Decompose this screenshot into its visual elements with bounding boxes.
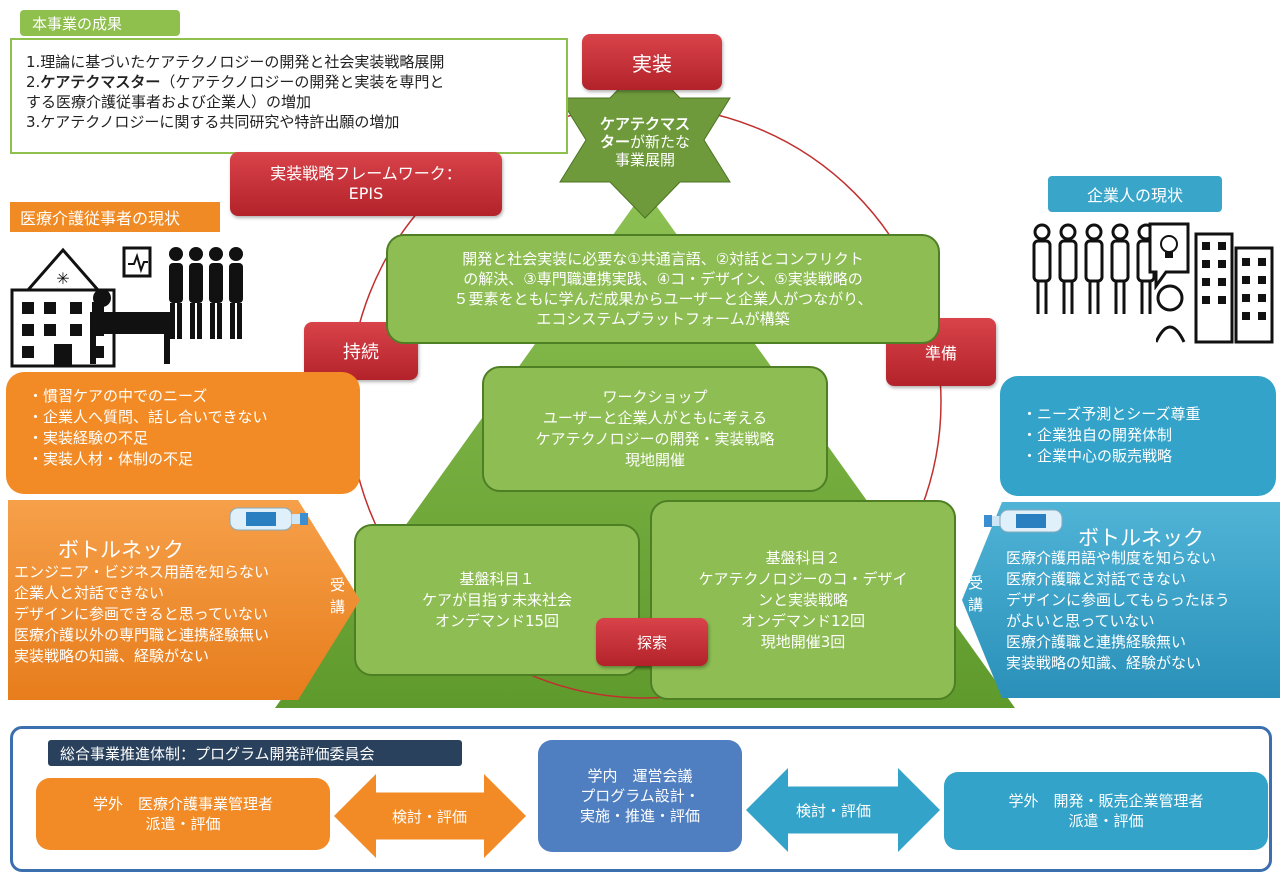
enterprise-status-box: ・ニーズ予測とシーズ尊重 ・企業独自の開発体制 ・企業中心の販売戦略: [1000, 376, 1276, 496]
medical-bottleneck-item: エンジニア・ビジネス用語を知らない: [14, 563, 270, 581]
enterprise-bottleneck-item: 実装戦略の知識、経験がない: [1006, 654, 1202, 672]
course1-line: ケアが目指す未来社会: [421, 590, 572, 609]
course2-line: ンと実装戦略: [757, 590, 848, 609]
internal-line2: プログラム設計・: [580, 787, 700, 805]
review-arrow-left-label: 検討・評価: [392, 808, 468, 826]
enterprise-bottleneck-title: ボトルネック: [1078, 526, 1204, 550]
medical-status-box: ・慣習ケアの中でのニーズ ・企業人へ質問、話し合いできない ・実装経験の不足 ・…: [6, 372, 360, 494]
medical-bottleneck-item: デザインに参画できると思っていない: [14, 605, 268, 623]
internal-line1: 学内 運営会議: [587, 767, 693, 785]
external-medical-line1: 学外 医療介護事業管理者: [92, 795, 273, 813]
star-line3: 事業展開: [614, 151, 675, 169]
business-people-icon: [1032, 223, 1156, 314]
enterprise-status-tag: 企業人の現状: [1048, 176, 1222, 212]
external-medical-box: 学外 医療介護事業管理者 派遣・評価: [36, 778, 330, 850]
bottle-icon-right: [984, 509, 1063, 533]
staff-group-icon: [169, 247, 243, 339]
medical-status-item: ・実装経験の不足: [28, 429, 149, 447]
pyramid-top-line: ５要素をともに学んだ成果からユーザーと企業人がつながり、: [453, 290, 873, 308]
external-enterprise-line1: 学外 開発・販売企業管理者: [1008, 792, 1204, 810]
medical-bottleneck-item: 医療介護以外の専門職と連携経験無い: [14, 626, 270, 644]
stage-implementation: 実装: [582, 34, 722, 90]
course2-line: 基盤科目２: [765, 548, 841, 567]
course1-line: 基盤科目１: [459, 569, 535, 588]
medical-bottleneck-arrow: [8, 500, 360, 700]
star-line2-bold: ター: [599, 133, 630, 151]
svg-text:✳: ✳: [56, 269, 69, 288]
foundation-course-2-box: 基盤科目２ ケアテクノロジーのコ・デザイ ンと実装戦略 オンデマンド12回 現地…: [650, 500, 956, 700]
enterprise-bottleneck-items: 医療介護用語や制度を知らない 医療介護職と対話できない デザインに参画してもらっ…: [1006, 548, 1230, 674]
outcome-2: 2.ケアテクマスター（ケアテクノロジーの開発と実装を専門と: [26, 72, 552, 92]
hospital-icon: ✳: [10, 247, 116, 368]
course1-line: オンデマンド15回: [434, 611, 560, 630]
enterprise-bottleneck-item: デザインに参画してもらったほう: [1006, 591, 1230, 609]
pyramid-top-box: 開発と社会実装に必要な①共通言語、②対話とコンフリクト の解決、③専門職連携実践…: [386, 234, 940, 344]
medical-bottleneck-item: 企業人と対話できない: [14, 584, 165, 602]
idea-bulb-icon: [1148, 222, 1190, 290]
bottom-frame: [10, 726, 1272, 872]
pyramid-top-line: 開発と社会実装に必要な①共通言語、②対話とコンフリクト: [462, 250, 864, 268]
medical-jukou-label: 受講: [330, 576, 346, 616]
outcomes-box: 1.理論に基づいたケアテクノロジーの開発と社会実装戦略展開 2.ケアテクマスター…: [10, 38, 568, 154]
enterprise-bottleneck-item: 医療介護職と対話できない: [1006, 570, 1187, 588]
enterprise-bottleneck-item: がよいと思っていない: [1006, 612, 1155, 630]
medical-bottleneck-item: 実装戦略の知識、経験がない: [14, 647, 210, 665]
external-enterprise-line2: 派遣・評価: [1068, 812, 1144, 830]
buildings-icon: [1156, 232, 1274, 344]
workshop-line: ケアテクノロジーの開発・実装戦略: [535, 430, 775, 448]
bottle-icon-left: [229, 507, 308, 531]
enterprise-bottleneck-item: 医療介護用語や制度を知らない: [1006, 549, 1217, 567]
framework-line1: 実装戦略フレームワーク：: [270, 164, 462, 183]
medical-bottleneck: ボトルネック エンジニア・ビジネス用語を知らない 企業人と対話できない デザイン…: [8, 500, 360, 700]
outcome-2-prefix: 2.: [26, 73, 41, 91]
pyramid-top-line: エコシステムプラットフォームが構築: [536, 310, 790, 328]
medical-bottleneck-items: エンジニア・ビジネス用語を知らない 企業人と対話できない デザインに参画できると…: [14, 562, 269, 667]
workshop-line: 現地開催: [624, 451, 685, 469]
enterprise-bottleneck-arrow: [962, 502, 1280, 698]
workshop-line: ワークショップ: [602, 388, 708, 406]
foundation-course-1-box: 基盤科目１ ケアが目指す未来社会 オンデマンド15回: [354, 524, 640, 676]
external-medical-line2: 派遣・評価: [145, 815, 221, 833]
patient-bed-icon: [90, 246, 170, 364]
external-enterprise-box: 学外 開発・販売企業管理者 派遣・評価: [944, 772, 1268, 850]
enterprise-bottleneck-item: 医療介護職と連携経験無い: [1006, 633, 1187, 651]
star-line2-rest: が新たな: [630, 133, 691, 151]
pyramid-top-line: の解決、③専門職連携実践、④コ・デザイン、⑤実装戦略の: [463, 270, 863, 288]
enterprise-status-item: ・企業独自の開発体制: [1022, 426, 1173, 444]
outcomes-tag: 本事業の成果: [20, 10, 180, 36]
outcome-2-bold: ケアテクマスター: [40, 73, 161, 91]
stage-explore-overlay: 探索: [596, 618, 708, 666]
course2-line: 現地開催3回: [760, 632, 846, 651]
medical-status-tag: 医療介護従事者の現状: [10, 202, 220, 232]
outcome-2-cont: する医療介護従事者および企業人）の増加: [26, 93, 312, 111]
medical-bottleneck-title: ボトルネック: [58, 538, 184, 562]
enterprise-bottleneck: ボトルネック 医療介護用語や制度を知らない 医療介護職と対話できない デザインに…: [962, 502, 1280, 698]
medical-status-item: ・慣習ケアの中でのニーズ: [28, 387, 208, 405]
review-arrow-right-label: 検討・評価: [796, 802, 872, 820]
outcome-3: 3.ケアテクノロジーに関する共同研究や特許出願の増加: [26, 113, 400, 131]
internal-committee-box: 学内 運営会議 プログラム設計・ 実施・推進・評価: [538, 740, 742, 852]
medical-status-item: ・企業人へ質問、話し合いできない: [28, 408, 268, 426]
enterprise-status-item: ・ニーズ予測とシーズ尊重: [1022, 405, 1201, 423]
outcome-2-rest: （ケアテクノロジーの開発と実装を専門と: [160, 73, 445, 91]
workshop-box: ワークショップ ユーザーと企業人がともに考える ケアテクノロジーの開発・実装戦略…: [482, 366, 828, 492]
medical-status-item: ・実装人材・体制の不足: [28, 450, 194, 468]
enterprise-status-item: ・企業中心の販売戦略: [1022, 447, 1173, 465]
framework-label: 実装戦略フレームワーク： EPIS: [230, 152, 502, 216]
internal-line3: 実施・推進・評価: [579, 807, 700, 825]
committee-tag: 総合事業推進体制：プログラム開発評価委員会: [48, 740, 462, 766]
workshop-line: ユーザーと企業人がともに考える: [542, 409, 768, 427]
framework-line2: EPIS: [348, 184, 384, 203]
course2-line: ケアテクノロジーのコ・デザイ: [698, 569, 908, 588]
enterprise-jukou-label: 受講: [968, 574, 984, 614]
course2-line: オンデマンド12回: [740, 611, 866, 630]
star-bold: ケアテクマス: [599, 115, 690, 133]
outcome-1: 1.理論に基づいたケアテクノロジーの開発と社会実装戦略展開: [26, 53, 445, 71]
star-text: ケアテクマス ターが新たな 事業展開: [580, 114, 710, 170]
